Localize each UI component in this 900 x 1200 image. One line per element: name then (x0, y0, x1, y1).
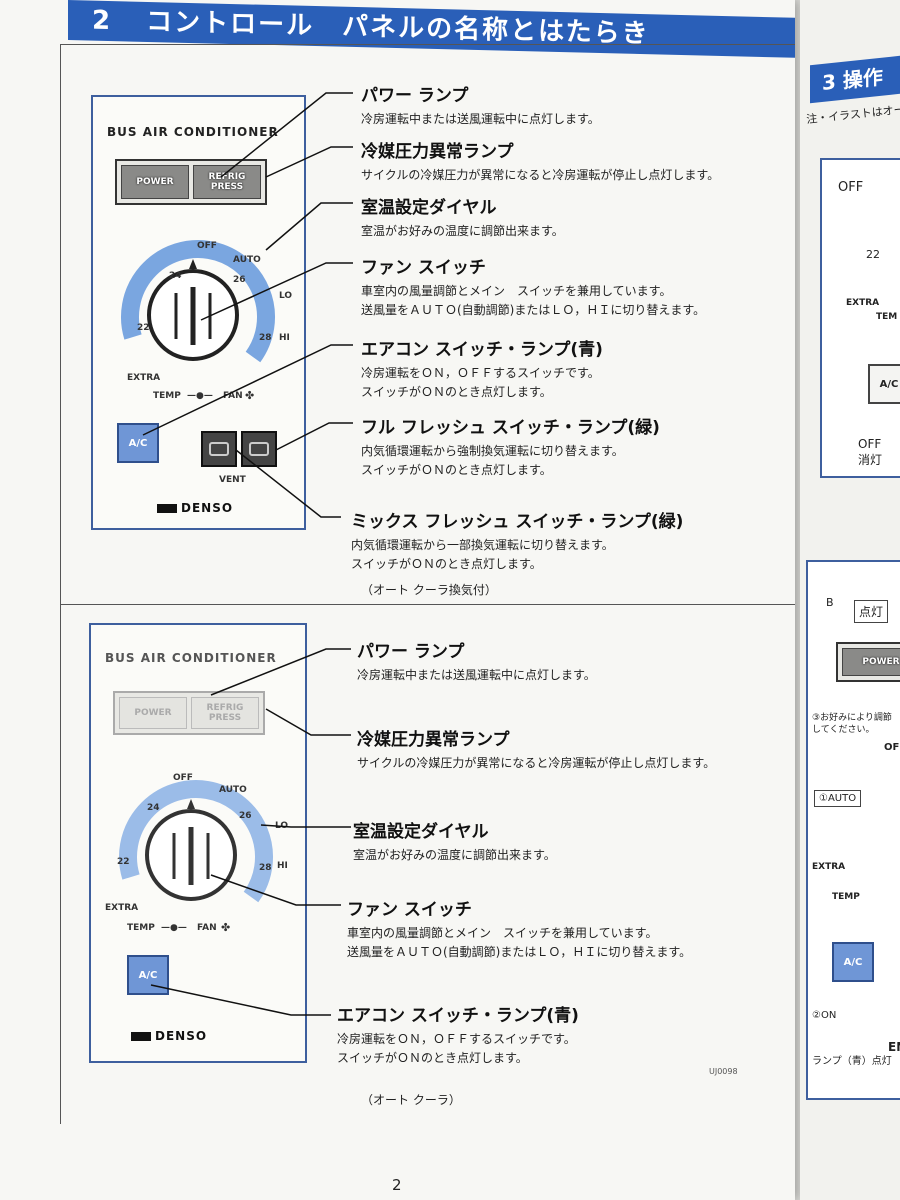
right-ac-button-2[interactable]: A/C (832, 942, 874, 982)
temp-label: TEMP (153, 391, 181, 401)
dial-auto-label: AUTO (233, 255, 261, 265)
power-lamp: POWER (121, 165, 189, 199)
manual-page-right-partial: 3 操作 注・イラストはオー OFF 22 EXTRA TEM A/C OFF … (800, 0, 900, 1200)
right-22-label: 22 (866, 248, 880, 261)
right-panel-1: OFF 22 EXTRA TEM A/C OFF 消灯 (820, 158, 900, 478)
right-on-step: ②ON (812, 1010, 837, 1021)
ac-button-2[interactable]: A/C (127, 955, 169, 995)
vent-label: VENT (219, 475, 246, 485)
full-fresh-icon (209, 442, 229, 456)
right-temp-label: TEM (876, 312, 898, 322)
right-adjust-note: ③お好みにより調節してください。 (812, 713, 892, 735)
temp-label-2: TEMP (127, 923, 155, 933)
panel-title: BUS AIR CONDITIONER (107, 125, 279, 139)
dial-auto-label-2: AUTO (219, 785, 247, 795)
fan-icon-2: ✤ (221, 921, 231, 934)
dial-lo-label: LO (279, 291, 293, 301)
right-note: 注・イラストはオー (805, 102, 900, 127)
temp-24-label-2: 24 (147, 803, 160, 813)
right-b-label: B (826, 596, 834, 609)
section-title: コントロール パネルの名称とはたらき (146, 6, 650, 50)
dial-hi-label-2: HI (277, 861, 288, 871)
fan-label-2: FAN (197, 923, 217, 933)
label-refrig-press-lamp: 冷媒圧力異常ランプ サイクルの冷媒圧力が異常になると冷房運転が停止し点灯します。 (361, 142, 720, 182)
label-temp-dial: 室温設定ダイヤル 室温がお好みの温度に調節出来ます。 (361, 198, 564, 238)
control-panel-illustration-2: BUS AIR CONDITIONER POWER REFRIG PRESS O… (89, 623, 307, 1063)
right-extra-label: EXTRA (846, 298, 880, 308)
temp-26-label-2: 26 (239, 811, 252, 821)
label-mix-fresh-switch: ミックス フレッシュ スイッチ・ランプ(緑) 内気循環運転から一部換気運転に切り… (351, 512, 684, 571)
label-fan-switch: ファン スイッチ 車室内の風量調節とメイン スイッチを兼用しています。 送風量を… (361, 258, 706, 317)
right-panel-2: B 点灯 POWER ③お好みにより調節してください。 OFF ①AUTO EX… (806, 560, 900, 1100)
manual-page-left: 2 コントロール パネルの名称とはたらき BUS AIR CONDITIONER … (0, 0, 795, 1200)
right-section-header: 3 操作 (810, 54, 900, 104)
refrig-press-lamp: REFRIG PRESS (193, 165, 261, 199)
denso-logo: DENSO (157, 501, 233, 515)
dial-off-label: OFF (197, 241, 217, 251)
temp-22-label-2: 22 (117, 857, 130, 867)
label-refrig-press-lamp-2: 冷媒圧力異常ランプ サイクルの冷媒圧力が異常になると冷房運転が停止し点灯します。 (357, 730, 716, 770)
denso-logo-2: DENSO (131, 1029, 207, 1043)
extra-label-2: EXTRA (105, 903, 139, 913)
right-auto-step: ①AUTO (814, 790, 862, 807)
label-power-lamp-2: パワー ランプ 冷房運転中または送風運転中に点灯します。 (357, 642, 596, 682)
label-power-lamp: パワー ランプ 冷房運転中または送風運転中に点灯します。 (361, 86, 600, 126)
temp-scale-arc-2 (119, 780, 273, 903)
extra-label: EXTRA (127, 373, 161, 383)
figure-code: UJ0098 (709, 1067, 738, 1076)
ac-button[interactable]: A/C (117, 423, 159, 463)
right-ac-button[interactable]: A/C (868, 364, 900, 404)
label-temp-dial-2: 室温設定ダイヤル 室温がお好みの温度に調節出来ます。 (353, 822, 556, 862)
fan-icon: ✤ (245, 389, 255, 402)
right-lamp-lit-label: ランプ（青）点灯 (812, 1056, 892, 1067)
dial-lo-label-2: LO (275, 821, 289, 831)
right-extra2-label: EXTRA (812, 862, 846, 872)
control-panel-illustration: BUS AIR CONDITIONER POWER REFRIG PRESS O… (91, 95, 306, 530)
right-off-label: OFF (838, 180, 864, 195)
temp-26-label: 26 (233, 275, 246, 285)
right-off2-label: OFF (884, 742, 900, 753)
right-off-unlit-label: OFF 消灯 (858, 437, 883, 467)
temp-28-label: 28 (259, 333, 272, 343)
temp-dial-svg (121, 240, 275, 363)
full-fresh-button[interactable] (201, 431, 237, 467)
right-lamp-box: POWER (836, 642, 900, 682)
label-fan-switch-2: ファン スイッチ 車室内の風量調節とメイン スイッチを兼用しています。 送風量を… (347, 900, 692, 959)
dial-hi-label: HI (279, 333, 290, 343)
caption-auto-cooler: （オート クーラ） (361, 1093, 461, 1107)
label-ac-switch: エアコン スイッチ・ランプ(青) 冷房運転をＯＮ，ＯＦＦするスイッチです。 スイ… (361, 340, 603, 399)
fan-label: FAN (223, 391, 243, 401)
right-temp2-label: TEMP (832, 892, 860, 902)
diagram-auto-cooler-ventilation: BUS AIR CONDITIONER POWER REFRIG PRESS O… (60, 44, 795, 604)
temp-fan-separator-icon: —●— (187, 391, 213, 401)
caption-auto-cooler-ventilation: （オート クーラ換気付） (361, 583, 497, 597)
section-number: 2 (92, 5, 113, 37)
right-power-lamp: POWER (842, 648, 900, 676)
power-lamp-2: POWER (119, 697, 187, 729)
panel-title-2: BUS AIR CONDITIONER (105, 651, 277, 665)
right-lit-label: 点灯 (854, 600, 889, 623)
temp-24-label: 24 (169, 271, 182, 281)
temp-fan-separator-icon-2: —●— (161, 923, 187, 933)
label-ac-switch-2: エアコン スイッチ・ランプ(青) 冷房運転をＯＮ，ＯＦＦするスイッチです。 スイ… (337, 1006, 579, 1065)
mix-fresh-button[interactable] (241, 431, 277, 467)
dial-off-label-2: OFF (173, 773, 193, 783)
mix-fresh-icon (249, 442, 269, 456)
refrig-press-lamp-2: REFRIG PRESS (191, 697, 259, 729)
temp-28-label-2: 28 (259, 863, 272, 873)
label-full-fresh-switch: フル フレッシュ スイッチ・ランプ(緑) 内気循環運転から強制換気運転に切り替え… (361, 418, 660, 477)
lamp-box: POWER REFRIG PRESS (115, 159, 267, 205)
temp-22-label: 22 (137, 323, 150, 333)
diagram-auto-cooler: BUS AIR CONDITIONER POWER REFRIG PRESS O… (60, 604, 795, 1124)
page-number: 2 (392, 1176, 402, 1194)
lamp-box-2: POWER REFRIG PRESS (113, 691, 265, 735)
right-denso-logo: ENS (888, 1040, 900, 1054)
